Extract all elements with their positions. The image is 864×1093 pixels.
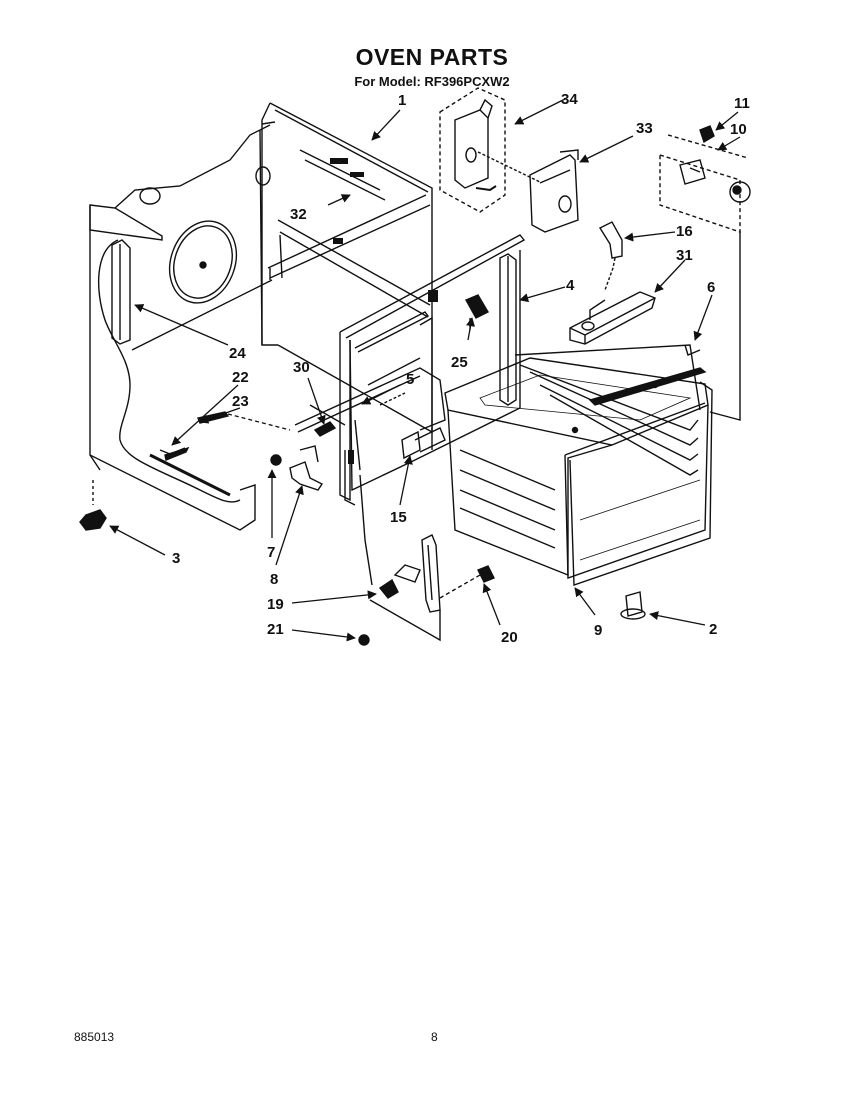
document-number: 885013 <box>74 1030 115 1044</box>
callout-23: 23 <box>232 393 249 410</box>
callout-labels: 1 2 3 4 5 6 7 8 9 10 11 15 16 19 20 21 2… <box>172 91 750 646</box>
orifice-bracket <box>270 445 324 491</box>
rear-bracket-assembly <box>439 87 579 233</box>
lower-bracket-assembly <box>358 474 495 646</box>
callout-15: 15 <box>390 509 407 526</box>
callout-33: 33 <box>636 120 653 137</box>
callout-21: 21 <box>267 621 284 638</box>
callout-6: 6 <box>707 279 715 296</box>
oven-cavity-frame <box>261 102 433 434</box>
callout-1: 1 <box>398 92 406 109</box>
callout-11: 11 <box>734 95 750 112</box>
leader-lines <box>109 98 741 642</box>
callout-34: 34 <box>561 91 578 108</box>
left-side-panel <box>89 124 291 531</box>
callout-2: 2 <box>709 621 717 638</box>
callout-8: 8 <box>270 571 278 588</box>
model-line: For Model: RF396PCXW2 <box>354 74 510 89</box>
callout-19: 19 <box>267 596 284 613</box>
callout-32: 32 <box>290 206 307 223</box>
oven-light-assembly <box>569 125 751 421</box>
callout-3: 3 <box>172 550 180 567</box>
callout-7: 7 <box>267 544 275 561</box>
valve-fitting <box>465 294 489 330</box>
callout-24: 24 <box>229 345 246 362</box>
leveling-legs <box>79 480 646 620</box>
callout-10: 10 <box>730 121 747 138</box>
oven-rack <box>444 344 713 586</box>
callout-9: 9 <box>594 622 602 639</box>
page-number: 8 <box>431 1030 438 1044</box>
callout-5: 5 <box>406 371 414 388</box>
callout-22: 22 <box>232 369 249 386</box>
callout-16: 16 <box>676 223 693 240</box>
callout-4: 4 <box>566 277 575 294</box>
callout-25: 25 <box>451 354 468 371</box>
page-title: OVEN PARTS <box>355 44 509 70</box>
front-frame <box>339 234 526 506</box>
rear-frame-rails <box>131 194 431 351</box>
callout-30: 30 <box>293 359 310 376</box>
callout-31: 31 <box>676 247 693 264</box>
callout-20: 20 <box>501 629 518 646</box>
